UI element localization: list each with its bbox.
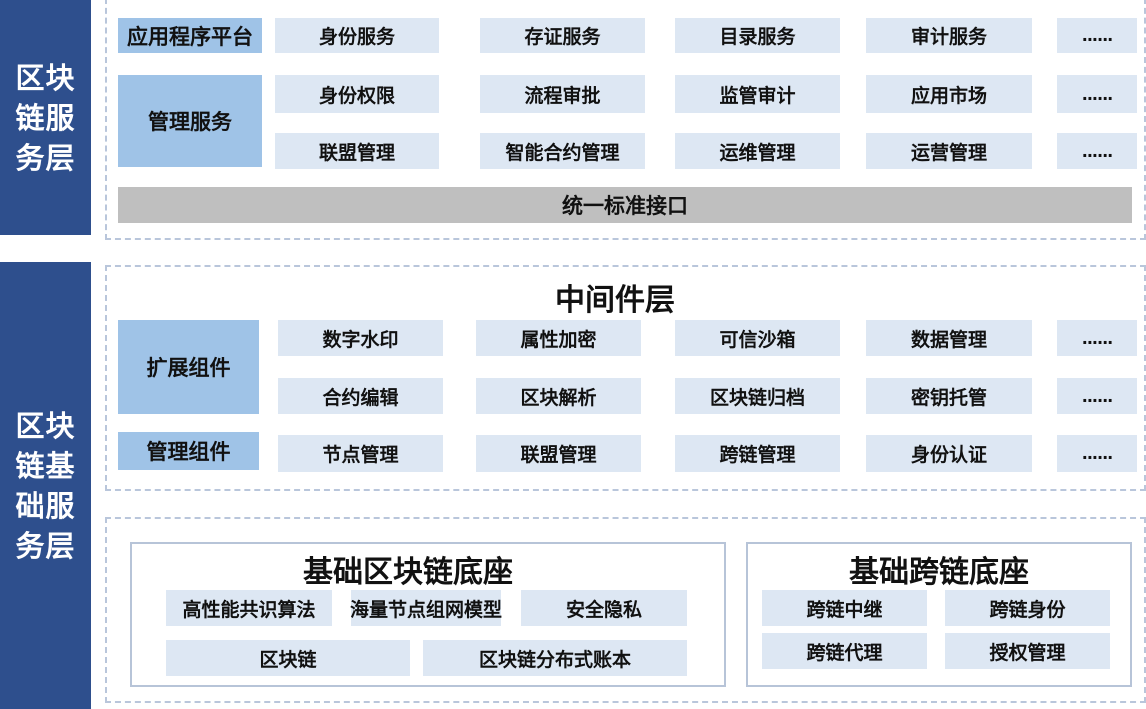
middleware-cell-more: ...... [1057,378,1137,414]
base-chain-cell: 区块链分布式账本 [423,640,687,676]
service-cell: 联盟管理 [275,133,439,169]
service-cell: 审计服务 [866,18,1032,53]
service-cell: 存证服务 [480,18,645,53]
middleware-cell: 联盟管理 [476,435,641,472]
middleware-cell-more: ...... [1057,435,1137,472]
cross-chain-cell: 跨链中继 [762,590,927,626]
cross-chain-cell: 跨链代理 [762,633,927,669]
middleware-cell: 可信沙箱 [675,320,840,356]
mgmt-component-box: 管理组件 [118,432,259,470]
ext-component-box: 扩展组件 [118,320,259,414]
service-layer-label: 区块链服务层 [0,0,91,235]
service-cell: 运营管理 [866,133,1032,169]
base-chain-cell: 高性能共识算法 [166,590,332,626]
base-chain-cell: 安全隐私 [521,590,687,626]
service-cell-more: ...... [1057,18,1137,53]
service-cell-more: ...... [1057,75,1137,113]
unified-interface-bar: 统一标准接口 [118,187,1132,223]
service-cell-more: ...... [1057,133,1137,169]
cross-chain-cell: 授权管理 [945,633,1110,669]
middleware-cell: 区块链归档 [675,378,840,414]
middleware-title: 中间件层 [555,283,675,318]
service-cell: 应用市场 [866,75,1032,113]
middleware-cell-more: ...... [1057,320,1137,356]
base-chain-box [130,542,726,687]
base-chain-cell: 区块链 [166,640,410,676]
service-cell: 身份权限 [275,75,439,113]
middleware-cell: 数字水印 [278,320,443,356]
service-cell: 流程审批 [480,75,645,113]
service-cell: 智能合约管理 [480,133,645,169]
cross-chain-title: 基础跨链底座 [849,555,1029,590]
service-cell: 目录服务 [675,18,840,53]
app-platform-box: 应用程序平台 [118,18,262,53]
middleware-cell: 区块解析 [476,378,641,414]
middleware-cell: 身份认证 [866,435,1032,472]
middleware-cell: 合约编辑 [278,378,443,414]
middleware-panel [105,265,1146,491]
base-layer-label-text: 区块链基础服务层 [15,408,76,563]
base-panel [105,517,1146,703]
service-cell: 运维管理 [675,133,840,169]
cross-chain-box [746,542,1132,687]
middleware-cell: 数据管理 [866,320,1032,356]
middleware-cell: 跨链管理 [675,435,840,472]
service-layer-panel [105,0,1146,240]
service-layer-label-text: 区块链服务层 [15,60,76,175]
base-chain-cell: 海量节点组网模型 [350,590,502,626]
middleware-cell: 属性加密 [476,320,641,356]
service-cell: 监管审计 [675,75,840,113]
cross-chain-cell: 跨链身份 [945,590,1110,626]
base-chain-title: 基础区块链底座 [303,555,513,590]
mgmt-service-box: 管理服务 [118,75,262,167]
base-layer-label: 区块链基础服务层 [0,262,91,709]
middleware-cell: 节点管理 [278,435,443,472]
service-cell: 身份服务 [275,18,439,53]
middleware-cell: 密钥托管 [866,378,1032,414]
